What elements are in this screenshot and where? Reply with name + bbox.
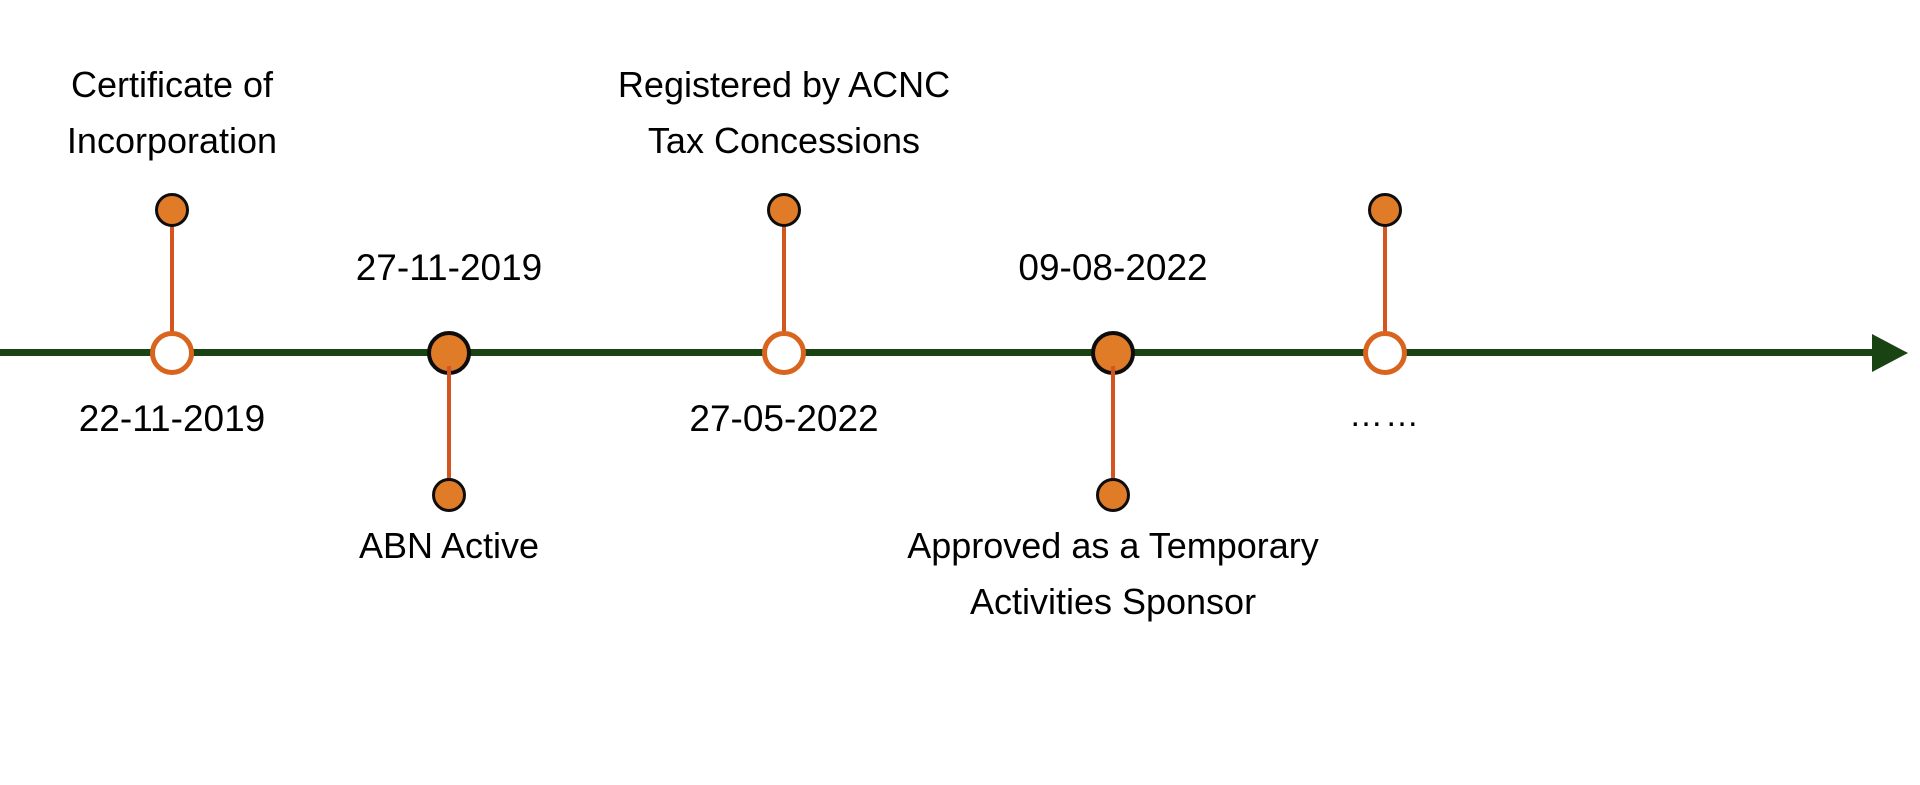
label-line: Registered by ACNC (617, 64, 951, 105)
milestone-date-temporary-activities-sponsor: 09-08-2022 (1018, 240, 1207, 296)
milestone-date-abn-active: 27-11-2019 (356, 240, 543, 296)
date-text: 27-05-2022 (689, 398, 879, 439)
milestone-stem (1383, 212, 1387, 340)
milestone-date-certificate-of-incorporation: 22-11-2019 (79, 391, 266, 447)
label-line: Incorporation (66, 120, 278, 161)
milestone-stem-tip-dot (155, 193, 189, 227)
milestone-stem-tip-dot (432, 478, 466, 512)
date-text: 27-11-2019 (355, 247, 543, 288)
label-line: Certificate of (70, 64, 274, 105)
milestone-label-abn-active: ABN Active (359, 518, 539, 574)
label-line: Approved as a Temporary (907, 525, 1319, 566)
milestone-stem (447, 366, 451, 494)
label-line: Activities Sponsor (969, 581, 1257, 622)
milestone-node-filled[interactable] (1091, 331, 1135, 375)
milestone-node-hollow[interactable] (1363, 331, 1407, 375)
milestone-stem (170, 212, 174, 340)
milestone-label-certificate-of-incorporation: Certificate of Incorporation (67, 57, 277, 169)
milestone-stem (782, 212, 786, 340)
label-line: Tax Concessions (647, 120, 921, 161)
timeline-axis-line (0, 349, 1880, 356)
milestone-stem-tip-dot (1096, 478, 1130, 512)
milestone-date-registered-by-acnc: 27-05-2022 (689, 391, 878, 447)
milestone-label-registered-by-acnc: Registered by ACNC Tax Concessions (618, 57, 950, 169)
milestone-stem-tip-dot (767, 193, 801, 227)
continuation-ellipsis: …… (1349, 396, 1421, 434)
label-line: ABN Active (358, 525, 540, 566)
milestone-stem (1111, 366, 1115, 494)
milestone-node-hollow[interactable] (150, 331, 194, 375)
milestone-label-temporary-activities-sponsor: Approved as a Temporary Activities Spons… (907, 518, 1319, 630)
date-text: 09-08-2022 (1018, 247, 1208, 288)
milestone-stem-tip-dot (1368, 193, 1402, 227)
timeline-axis-arrowhead (1872, 334, 1908, 372)
date-text: 22-11-2019 (78, 398, 266, 439)
milestone-node-hollow[interactable] (762, 331, 806, 375)
